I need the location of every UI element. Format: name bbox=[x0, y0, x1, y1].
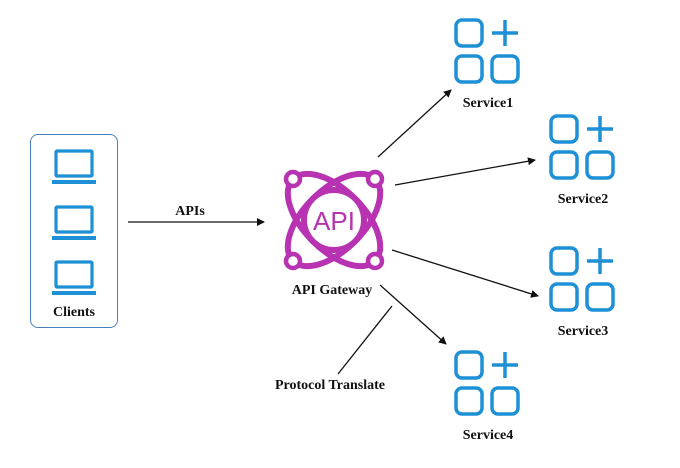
service-grid-icon bbox=[454, 350, 520, 416]
arrow-to-service4 bbox=[379, 284, 447, 345]
gateway-label: API Gateway bbox=[291, 283, 373, 298]
service-grid-icon bbox=[549, 246, 615, 312]
clients-group-box bbox=[30, 134, 118, 328]
gateway-icon-text: API bbox=[313, 206, 355, 236]
protocol-translate-connector bbox=[337, 305, 393, 375]
arrow-to-service3 bbox=[391, 249, 539, 298]
laptop-icon bbox=[50, 205, 98, 240]
service4-label: Service4 bbox=[462, 428, 514, 443]
protocol-translate-label: Protocol Translate bbox=[274, 378, 386, 393]
api-gateway-icon: API bbox=[283, 169, 385, 271]
arrow-to-service2 bbox=[394, 157, 536, 186]
service2-label: Service2 bbox=[557, 192, 609, 207]
service1-label: Service1 bbox=[462, 96, 514, 111]
arrow-to-service1 bbox=[377, 89, 452, 158]
clients-label: Clients bbox=[53, 305, 95, 320]
laptop-icon bbox=[50, 260, 98, 295]
laptop-icon bbox=[50, 149, 98, 184]
apis-edge-label: APIs bbox=[175, 204, 205, 219]
service-grid-icon bbox=[549, 114, 615, 180]
service3-label: Service3 bbox=[557, 324, 609, 339]
service-grid-icon bbox=[454, 18, 520, 84]
